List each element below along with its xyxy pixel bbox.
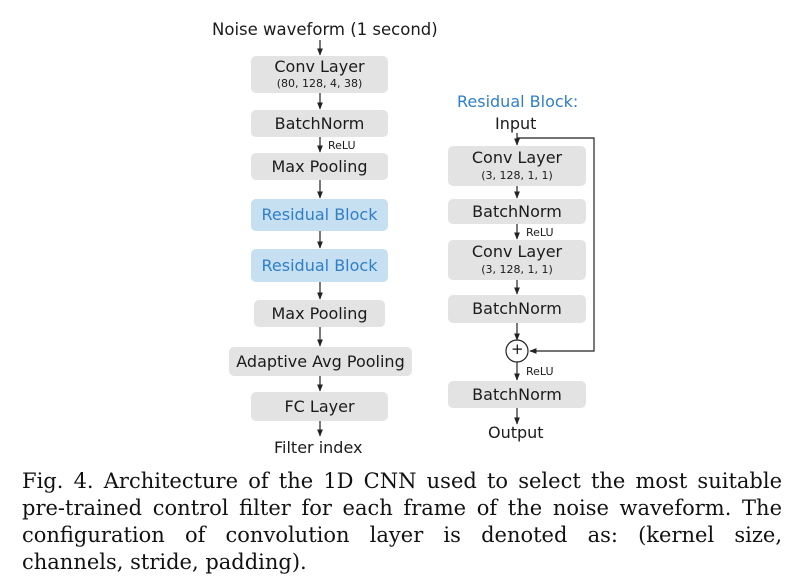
residual-output-label: Output xyxy=(488,423,544,442)
add-node xyxy=(505,339,529,363)
residual-block-label: Residual Block xyxy=(261,256,378,275)
residual-batchnorm-label: BatchNorm xyxy=(472,299,562,318)
residual-relu-label: ReLU xyxy=(526,365,554,378)
figure-caption: Fig. 4. Architecture of the 1D CNN used … xyxy=(22,469,782,574)
residual-block-title: Residual Block: xyxy=(457,92,579,111)
residual-batchnorm-box: BatchNorm xyxy=(448,199,586,224)
residual-conv-layer-title: Conv Layer xyxy=(471,148,563,167)
relu-label: ReLU xyxy=(328,139,356,152)
residual-block-box: Residual Block xyxy=(251,199,388,231)
conv-layer-title: Conv Layer xyxy=(274,57,365,76)
adaptive-avg-pooling-label: Adaptive Avg Pooling xyxy=(236,352,405,371)
batchnorm-label: BatchNorm xyxy=(274,114,365,133)
max-pooling-box: Max Pooling xyxy=(254,300,385,327)
residual-conv-layer-config: (3, 128, 1, 1) xyxy=(481,263,553,276)
skip-connection-arrow xyxy=(517,137,595,354)
residual-block-box: Residual Block xyxy=(251,249,388,282)
batchnorm-box: BatchNorm xyxy=(251,110,388,137)
residual-batchnorm-box: BatchNorm xyxy=(448,295,586,323)
residual-relu-label: ReLU xyxy=(526,226,554,239)
residual-conv-layer-title: Conv Layer xyxy=(471,242,563,261)
residual-block-label: Residual Block xyxy=(261,205,378,224)
residual-conv-layer-config: (3, 128, 1, 1) xyxy=(481,169,553,182)
fc-layer-box: FC Layer xyxy=(251,392,388,421)
max-pooling-label: Max Pooling xyxy=(271,304,368,323)
residual-batchnorm-label: BatchNorm xyxy=(472,385,562,404)
adaptive-avg-pooling-box: Adaptive Avg Pooling xyxy=(229,347,412,376)
max-pooling-box: Max Pooling xyxy=(251,153,388,180)
conv-layer-config: (80, 128, 4, 38) xyxy=(276,77,363,90)
max-pooling-label: Max Pooling xyxy=(271,157,368,176)
input-label: Noise waveform (1 second) xyxy=(212,20,438,39)
connector-arrows xyxy=(317,40,595,437)
conv-layer-box: Conv Layer (80, 128, 4, 38) xyxy=(251,56,388,93)
residual-batchnorm-label: BatchNorm xyxy=(472,202,562,221)
residual-batchnorm-box: BatchNorm xyxy=(448,381,586,408)
residual-input-label: Input xyxy=(495,114,537,133)
residual-conv-layer-box: Conv Layer (3, 128, 1, 1) xyxy=(448,146,586,186)
add-symbol: + xyxy=(511,340,524,358)
residual-conv-layer-box: Conv Layer (3, 128, 1, 1) xyxy=(448,240,586,280)
fc-layer-label: FC Layer xyxy=(284,397,355,416)
output-label: Filter index xyxy=(274,438,363,457)
